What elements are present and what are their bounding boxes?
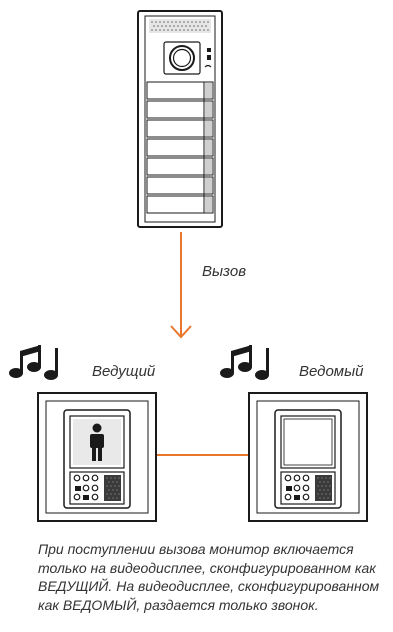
description-line: как ВЕДОМЫЙ, раздается только звонок. xyxy=(38,596,319,613)
description-line: При поступлении вызова монитор включаетс… xyxy=(38,541,354,557)
description-text: При поступлении вызова монитор включаетс… xyxy=(38,540,383,614)
master-label: Ведущий xyxy=(92,363,156,380)
slave-video-monitor-icon xyxy=(248,392,368,522)
description-line: ВЕДУЩИЙ. На видеодисплее, сконфигурирова… xyxy=(38,578,380,594)
master-video-monitor-icon xyxy=(37,392,157,522)
door-entry-panel-icon xyxy=(137,10,223,228)
call-arrow xyxy=(170,232,192,339)
call-label: Вызов xyxy=(202,263,247,280)
connection-line xyxy=(155,454,250,456)
slave-label: Ведомый xyxy=(299,363,364,380)
music-notes-icon xyxy=(9,345,58,380)
music-notes-icon xyxy=(220,345,269,380)
description-line: только на видеодисплее, сконфигурированн… xyxy=(38,559,376,576)
person-icon xyxy=(90,423,104,461)
